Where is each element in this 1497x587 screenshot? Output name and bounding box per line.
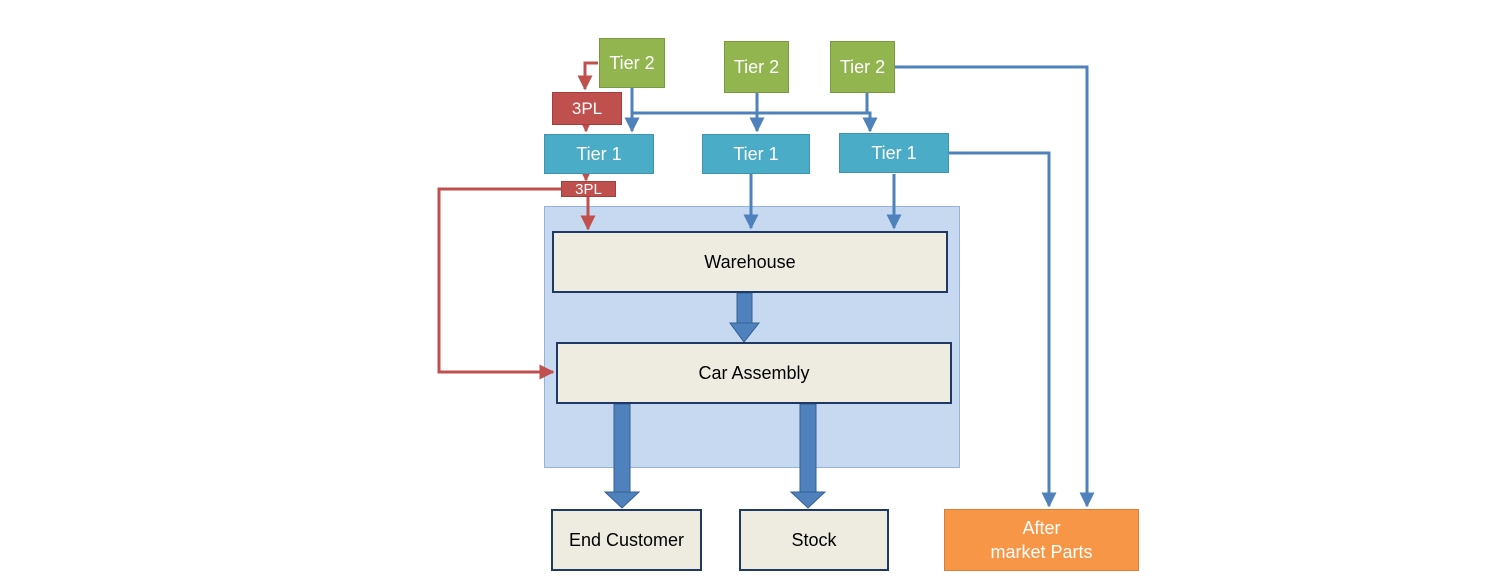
aftermarket-parts-label: After market Parts — [990, 518, 1093, 562]
3pl-top-label: 3PL — [571, 98, 603, 118]
arrow-3pl-to-car-assembly — [437, 187, 561, 380]
stock-node: Stock — [739, 509, 889, 571]
aftermarket-parts-node: After market Parts — [944, 509, 1139, 571]
arrow-tier1c-to-aftermarket — [949, 151, 1057, 508]
tier1-center-label: Tier 1 — [733, 143, 779, 164]
end-customer-label: End Customer — [568, 529, 685, 550]
tier2-center-label: Tier 2 — [733, 56, 780, 77]
arrow-tier2-to-3pl — [577, 61, 598, 91]
tier1-node-center: Tier 1 — [702, 134, 810, 174]
tier1-node-right: Tier 1 — [839, 133, 949, 173]
3pl-node-top: 3PL — [552, 92, 622, 125]
tier2-node-left: Tier 2 — [599, 38, 665, 88]
tier2-node-right: Tier 2 — [830, 41, 895, 93]
tier1-left-label: Tier 1 — [576, 143, 622, 164]
warehouse-node: Warehouse — [552, 231, 948, 293]
arrow-car-assembly-to-end-customer — [603, 403, 641, 509]
3pl-node-middle: 3PL — [561, 180, 616, 198]
arrow-warehouse-to-car-assembly — [729, 292, 761, 343]
arrow-car-assembly-to-stock — [789, 403, 827, 509]
tier1-right-label: Tier 1 — [871, 142, 917, 163]
arrow-tier2c-to-aftermarket — [894, 65, 1095, 508]
tier2-left-label: Tier 2 — [609, 52, 655, 73]
3pl-middle-label: 3PL — [575, 180, 602, 198]
tier2-node-center: Tier 2 — [724, 41, 789, 93]
car-assembly-label: Car Assembly — [698, 362, 810, 383]
warehouse-label: Warehouse — [704, 251, 796, 272]
end-customer-node: End Customer — [551, 509, 702, 571]
arrow-tier2c-to-tier1c — [862, 93, 878, 133]
car-assembly-node: Car Assembly — [556, 342, 952, 404]
tier1-node-left: Tier 1 — [544, 134, 654, 174]
tier2-right-label: Tier 2 — [839, 56, 886, 77]
stock-label: Stock — [791, 529, 837, 550]
